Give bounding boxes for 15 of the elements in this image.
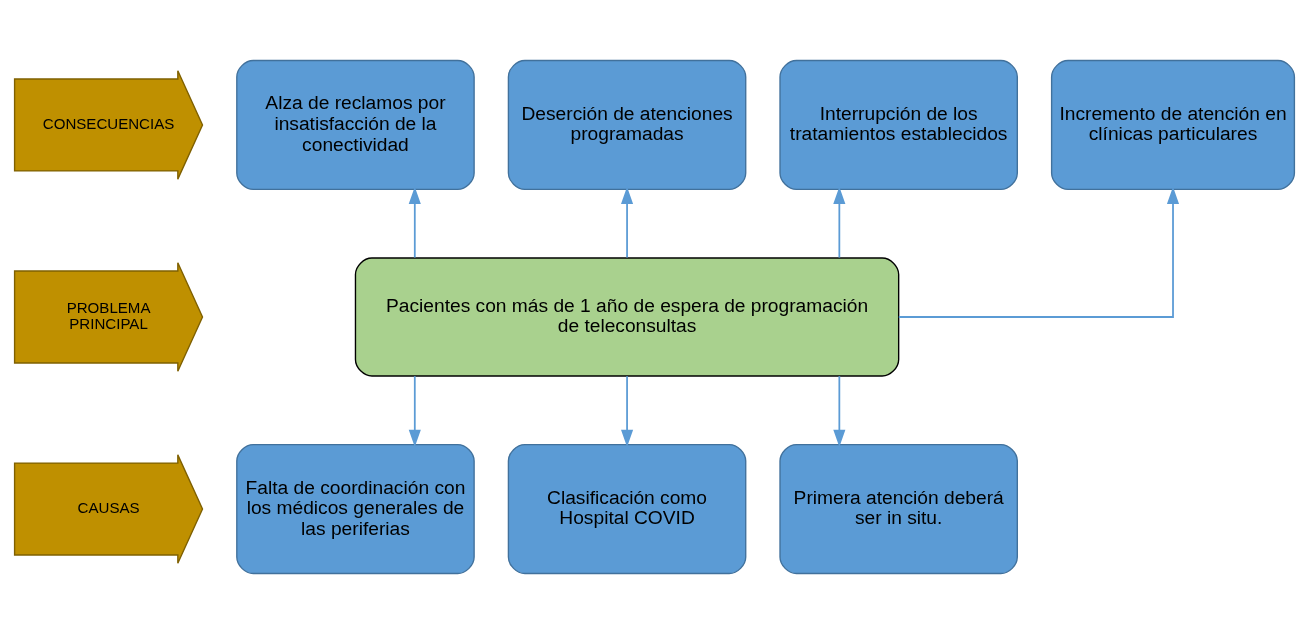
node-box: Incremento de atención en clínicas particulares bbox=[1050, 59, 1296, 191]
node-box: Clasificación como Hospital COVID bbox=[507, 443, 747, 575]
arrow bbox=[621, 186, 634, 259]
node-box: Interrupción de los tratamientos establecidos bbox=[779, 59, 1018, 191]
arrow bbox=[621, 375, 634, 448]
arrow bbox=[897, 186, 1180, 318]
arrow bbox=[408, 186, 421, 259]
node-box: Deserción de atenciones programadas bbox=[507, 59, 747, 191]
node-box: Falta de coordinación con los médicos generales de las periferias bbox=[236, 443, 475, 575]
node-box: Pacientes con más de 1 año de espera de programación de teleconsultas bbox=[354, 257, 900, 377]
node-box: Primera atención deberá ser in situ. bbox=[779, 443, 1018, 575]
arrow bbox=[833, 186, 846, 259]
node-box: Alza de reclamos por insatisfacción de la conectividad bbox=[236, 59, 475, 191]
arrow bbox=[833, 375, 846, 448]
arrow bbox=[408, 375, 421, 448]
